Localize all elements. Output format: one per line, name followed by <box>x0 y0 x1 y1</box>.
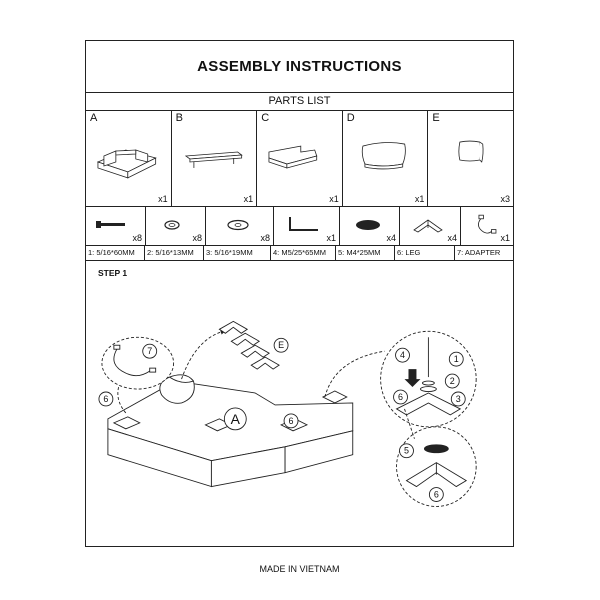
part-letter: C <box>261 112 270 124</box>
flat-washer-icon <box>227 219 249 231</box>
back-cushion-icon <box>361 142 406 170</box>
part-qty: x1 <box>500 233 510 243</box>
felt-pad-cell: x4 <box>340 206 400 245</box>
callout-1-text: 1 <box>454 354 459 364</box>
callout-6-detail-text: 6 <box>398 392 403 402</box>
callout-3-text: 3 <box>456 394 461 404</box>
adapter-icon <box>478 214 497 234</box>
back-rail-icon <box>184 151 243 168</box>
callout-7: 7 <box>142 343 158 359</box>
pillow-icon <box>458 140 484 163</box>
allen-key-cell: x1 <box>274 206 340 245</box>
part-letter: B <box>175 112 183 124</box>
part-letter: A <box>90 112 98 124</box>
part-label: 5: M4*25MM <box>336 245 395 260</box>
callout-5-text: 5 <box>404 446 409 456</box>
part-qty: x8 <box>260 233 270 243</box>
callout-a-text: A <box>231 411 241 427</box>
part-label: 6: LEG <box>395 245 455 260</box>
part-qty: x1 <box>326 233 336 243</box>
step-label: STEP 1 <box>98 268 128 278</box>
callout-6-front-text: 6 <box>289 416 294 426</box>
part-d-cell: D x1 <box>343 110 429 206</box>
bolt-icon <box>96 221 125 228</box>
instruction-sheet: ASSEMBLY INSTRUCTIONS PARTS LIST A x1 B <box>85 40 514 574</box>
part-a-cell: A x1 <box>86 110 172 206</box>
down-arrow-icon <box>404 369 421 388</box>
leg-cell: x4 <box>400 206 461 245</box>
legs-stack-illustration <box>218 320 280 370</box>
callout-6-bottom-text: 6 <box>434 490 439 500</box>
parts-row-hardware: x8 x8 x8 x1 x4 <box>86 206 513 246</box>
callout-2-text: 2 <box>450 376 455 386</box>
callout-4-text: 4 <box>400 350 405 360</box>
callout-e: E <box>273 337 289 353</box>
part-qty: x4 <box>386 233 396 243</box>
spring-washer-icon <box>164 220 180 230</box>
part-qty: x1 <box>243 194 254 204</box>
parts-list-heading: PARTS LIST <box>86 92 513 111</box>
callout-6-bottom: 6 <box>428 487 444 502</box>
parts-labels-row: 1: 5/16*60MM 2: 5/16*13MM 3: 5/16*19MM 4… <box>86 245 513 261</box>
callout-3: 3 <box>450 391 466 407</box>
step-1-diagram: A E 7 6 6 4 1 <box>98 320 477 507</box>
part-c-cell: C x1 <box>257 110 343 206</box>
part-label: 4: M5/25*65MM <box>271 245 336 260</box>
callout-4: 4 <box>395 347 410 363</box>
part-label: 7: ADAPTER <box>457 248 501 257</box>
callout-1: 1 <box>448 351 464 367</box>
adapter-cell: x1 <box>461 206 513 245</box>
sofa-base-icon <box>96 149 157 179</box>
allen-key-icon <box>289 217 318 231</box>
leg-icon <box>413 219 443 233</box>
part-label: 3: 5/16*19MM <box>204 245 271 260</box>
footer-origin: MADE IN VIETNAM <box>259 564 340 574</box>
part-qty: x1 <box>158 194 168 204</box>
part-label: 2: 5/16*13MM <box>145 245 204 260</box>
callout-6-front: 6 <box>283 413 299 429</box>
callout-7-text: 7 <box>147 346 152 356</box>
part-qty: x1 <box>414 194 425 204</box>
callout-2: 2 <box>444 373 460 389</box>
callout-6-detail: 6 <box>393 389 408 405</box>
part-qty: x1 <box>329 194 339 204</box>
bolt-cell: x8 <box>86 206 146 245</box>
part-qty: x3 <box>500 194 510 204</box>
felt-pad-icon <box>356 220 380 230</box>
part-qty: x4 <box>447 233 457 243</box>
callout-6-left-text: 6 <box>103 394 108 404</box>
part-e-cell: E x3 <box>428 110 513 206</box>
part-label: 1: 5/16*60MM <box>86 245 145 260</box>
felt-pad-detail <box>405 444 468 488</box>
part-letter: E <box>432 112 440 124</box>
callout-6-left: 6 <box>98 391 114 407</box>
spring-washer-cell: x8 <box>146 206 206 245</box>
part-b-cell: B x1 <box>172 110 258 206</box>
part-letter: D <box>346 112 355 124</box>
page-title: ASSEMBLY INSTRUCTIONS <box>86 41 513 93</box>
part-qty: x8 <box>192 233 202 243</box>
seat-cushion-icon <box>268 145 318 169</box>
callout-e-text: E <box>278 340 284 350</box>
adapter-illustration <box>113 344 157 377</box>
part-qty: x8 <box>132 233 142 243</box>
parts-row-large: A x1 B <box>86 110 513 207</box>
callout-5: 5 <box>399 443 414 459</box>
flat-washer-cell: x8 <box>206 206 274 245</box>
callout-a: A <box>223 407 247 431</box>
